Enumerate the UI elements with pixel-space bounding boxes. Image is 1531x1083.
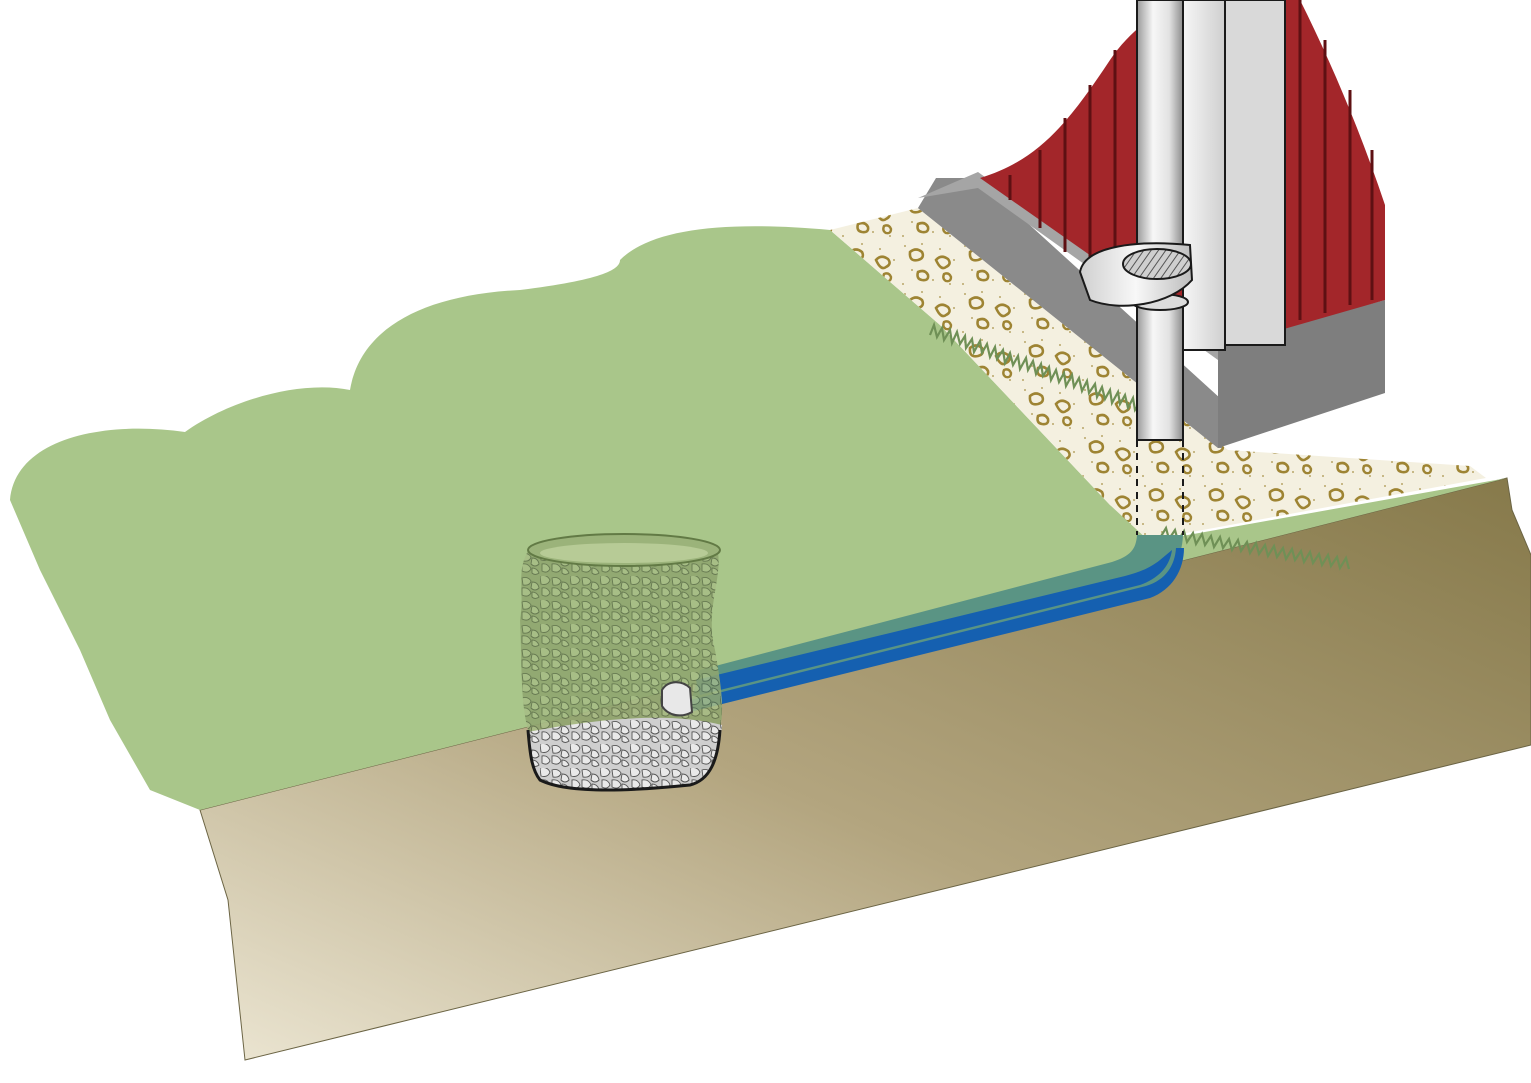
- drain-pipe: [690, 535, 1184, 712]
- downspout-elbow: [1078, 242, 1194, 307]
- gravel-bed: [830, 208, 1486, 540]
- lawn-surface: [10, 226, 1507, 810]
- house-corner-trim: [1182, 0, 1286, 351]
- soil-cross-section: [199, 477, 1531, 1061]
- grass-edge: [928, 321, 1157, 419]
- grass-edge-right: [1159, 525, 1351, 571]
- dry-well: [520, 533, 723, 792]
- pipe-outlet-cap: [661, 681, 694, 717]
- downspout: [1131, 0, 1189, 441]
- buried-pipe-dashed: [1136, 440, 1184, 535]
